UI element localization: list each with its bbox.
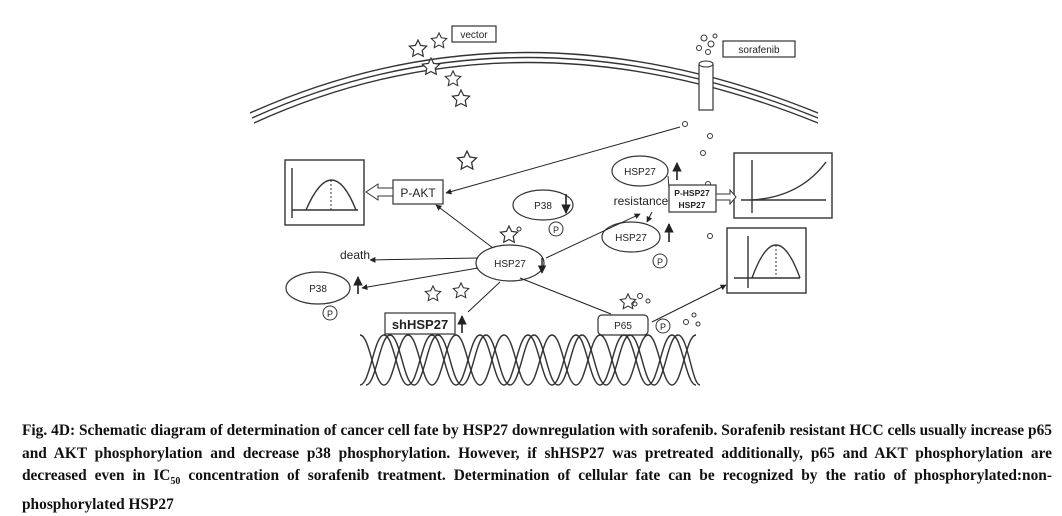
svg-text:P-HSP27: P-HSP27 xyxy=(674,188,710,198)
svg-text:P: P xyxy=(327,309,333,319)
pathway-arrows xyxy=(361,126,727,323)
sorafenib-label: sorafenib xyxy=(722,40,796,58)
svg-text:shHSP27: shHSP27 xyxy=(392,317,448,332)
svg-text:P38: P38 xyxy=(534,201,552,212)
svg-text:HSP27: HSP27 xyxy=(615,233,647,244)
phsp27-ratio-graph xyxy=(733,152,833,219)
hsp27-node-center: HSP27 xyxy=(475,244,545,282)
membrane-receptor xyxy=(698,60,714,111)
phsp27-ratio-box: P-HSP27 HSP27 xyxy=(668,184,717,213)
svg-text:P: P xyxy=(660,322,666,332)
svg-text:P-AKT: P-AKT xyxy=(400,186,436,200)
dna-helix xyxy=(359,334,701,386)
figure-caption: Fig. 4D: Schematic diagram of determinat… xyxy=(22,420,1052,516)
p65-curve-graph xyxy=(726,227,807,294)
vector-label: vector xyxy=(451,25,497,43)
svg-text:P65: P65 xyxy=(614,321,632,332)
p38-node-mid: P38 P xyxy=(512,189,574,237)
svg-text:vector: vector xyxy=(460,30,488,41)
death-label: death xyxy=(340,248,370,262)
svg-text:P: P xyxy=(553,225,559,235)
svg-text:HSP27: HSP27 xyxy=(624,167,656,178)
svg-text:P38: P38 xyxy=(309,284,327,295)
cell-membrane xyxy=(249,51,819,124)
svg-text:HSP27: HSP27 xyxy=(494,259,526,270)
resistance-label: resistance xyxy=(614,194,669,208)
pakt-curve-graph xyxy=(284,159,365,226)
p38-node-left: P38 P xyxy=(285,271,351,321)
pakt-output-arrow xyxy=(365,183,394,201)
hsp27-node-top: HSP27 xyxy=(611,155,669,187)
svg-text:HSP27: HSP27 xyxy=(679,200,706,210)
phospho-hsp27-node: HSP27 P xyxy=(601,221,668,269)
caption-subscript: 50 xyxy=(170,476,181,488)
cell-fate-diagram: vector sorafenib xyxy=(249,25,833,386)
svg-text:P: P xyxy=(657,257,663,267)
sorafenib-particles xyxy=(516,33,718,327)
caption-text-1: Fig. 4D: Schematic diagram of determinat… xyxy=(22,422,1052,484)
pakt-box: P-AKT xyxy=(392,179,444,205)
shhsp27-box: shHSP27 xyxy=(384,312,456,335)
caption-text-2: concentration of sorafenib treatment. De… xyxy=(22,467,1052,513)
ratio-output-arrow xyxy=(715,188,737,206)
svg-text:sorafenib: sorafenib xyxy=(738,45,780,56)
p65-box: P65 P xyxy=(597,314,671,336)
